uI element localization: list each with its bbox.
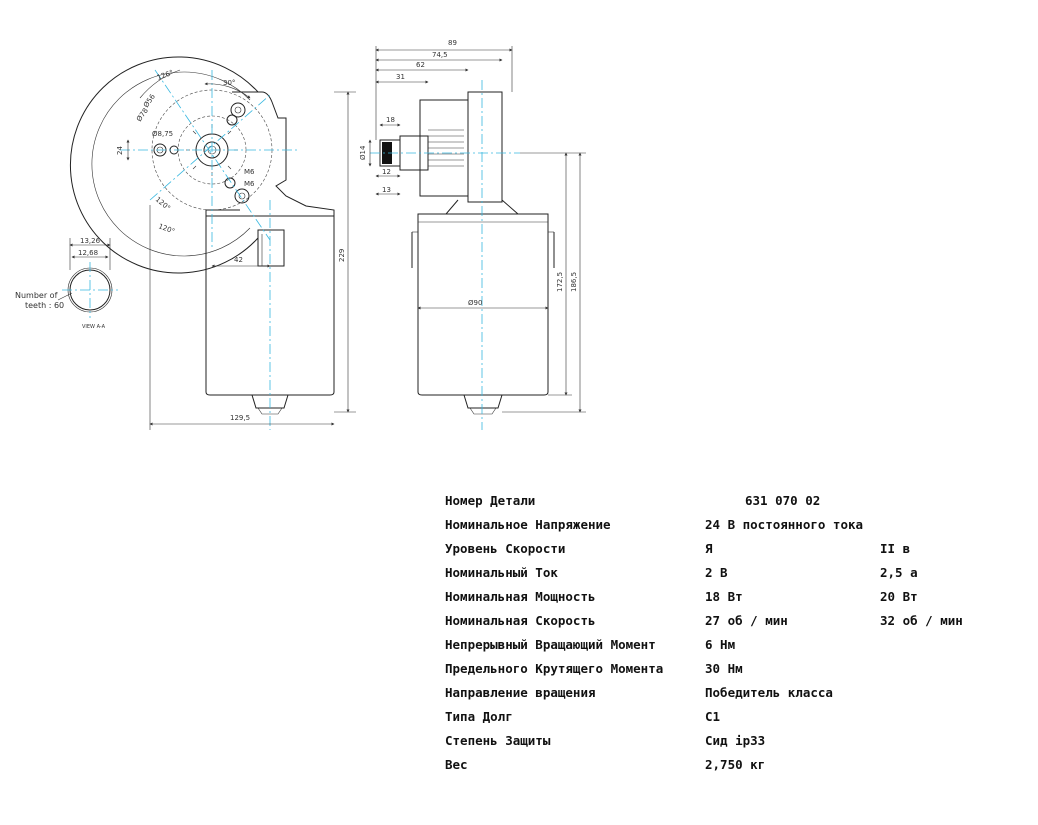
dim-186-5: 186,5 — [570, 272, 578, 292]
spec-value-alt — [880, 656, 1000, 680]
spec-row: Номинальное Напряжение 24 В постоянного т… — [440, 512, 1000, 536]
side-view: 89 74,5 62 31 18 Ø14 12 13 Ø90 172,5 186… — [359, 39, 586, 430]
spec-value-alt: 32 об / мин — [880, 612, 963, 628]
teeth-label-1: Number of — [15, 291, 58, 300]
dim-120-deg-a: 120° — [157, 222, 176, 235]
spec-label: Непрерывный Вращающий Момент — [445, 636, 656, 652]
spec-value: 631 070 02 — [745, 492, 821, 508]
spec-row: Номинальный Ток 2 В 2,5 а — [440, 560, 1000, 584]
spec-value: 2 В — [705, 564, 728, 580]
spec-row: Номинальная Мощность 18 Вт 20 Вт — [440, 584, 1000, 608]
spec-label: Степень Защиты — [445, 732, 551, 748]
spec-value: 6 Нм — [705, 636, 736, 652]
dim-d14: Ø14 — [359, 145, 367, 160]
spec-row: Предельного Крутящего Момента 30 Нм — [440, 656, 1000, 680]
spec-value: Победитель класса — [705, 684, 833, 700]
dim-172-5: 172,5 — [556, 272, 564, 292]
spec-label: Номинальное Напряжение — [445, 516, 611, 532]
spec-label: Номинальная Мощность — [445, 588, 596, 604]
spec-value: С1 — [705, 708, 721, 724]
spec-label: Номер Детали — [445, 492, 536, 508]
spec-row: Непрерывный Вращающий Момент 6 Нм — [440, 632, 1000, 656]
spec-label: Номинальная Скорость — [445, 612, 596, 628]
dim-d90: Ø90 — [468, 299, 482, 307]
spec-label: Типа Долг — [445, 708, 513, 724]
spec-label: Предельного Крутящего Момента — [445, 660, 664, 676]
technical-drawing: 13,26 12,68 Number of teeth : 60 VIEW A-… — [15, 39, 586, 430]
spec-label: Номинальный Ток — [445, 564, 558, 580]
dim-129-5: 129,5 — [230, 414, 250, 422]
spec-row: Уровень Скорости Я II в — [440, 536, 1000, 560]
spec-value: 27 об / мин — [705, 612, 788, 628]
dim-89: 89 — [448, 39, 457, 47]
spec-value-alt — [880, 488, 1000, 512]
dim-m6-bottom: M6 — [244, 180, 255, 188]
spec-value-alt — [880, 728, 1000, 752]
dim-d56: Ø56 — [142, 92, 157, 109]
spec-value: 24 В постоянного тока — [705, 516, 864, 532]
dim-12-68: 12,68 — [78, 249, 98, 257]
spec-row: Номер Детали 631 070 02 — [440, 488, 1000, 512]
dim-229: 229 — [338, 249, 346, 262]
spec-value: 18 Вт — [705, 588, 743, 604]
dim-13: 13 — [382, 186, 391, 194]
dim-m6-top: M6 — [244, 168, 255, 176]
dim-12: 12 — [382, 168, 391, 176]
dim-30-deg: 30° — [223, 79, 235, 87]
spec-value: Я — [705, 540, 713, 556]
dim-62: 62 — [416, 61, 425, 69]
view-a-label: VIEW A-A — [82, 324, 106, 330]
spec-value-alt: II в — [880, 540, 911, 556]
spec-row: Типа Долг С1 — [440, 704, 1000, 728]
dim-120-deg-b: 120° — [154, 195, 172, 212]
spec-value: Сид ip33 — [705, 732, 766, 748]
dim-18: 18 — [386, 116, 395, 124]
dim-24: 24 — [116, 146, 124, 155]
spec-value: 30 Нм — [705, 660, 743, 676]
dim-74-5: 74,5 — [432, 51, 448, 59]
spec-label: Направление вращения — [445, 684, 596, 700]
spec-value-alt — [880, 512, 1000, 536]
dim-126-deg: 126° — [156, 69, 175, 82]
spec-value: 2,750 кг — [705, 756, 766, 772]
spec-value-alt — [880, 752, 1000, 776]
spec-label: Уровень Скорости — [445, 540, 566, 556]
spec-row: Направление вращения Победитель класса — [440, 680, 1000, 704]
view-a-a: 13,26 12,68 Number of teeth : 60 VIEW A-… — [15, 237, 118, 330]
spec-label: Вес — [445, 756, 468, 772]
dim-d8-75: Ø8,75 — [152, 130, 173, 138]
spec-value-alt — [880, 704, 1000, 728]
spec-value-alt — [880, 680, 1000, 704]
spec-table: Номер Детали 631 070 02 Номинальное Напряж… — [440, 488, 1000, 776]
dim-13-26: 13,26 — [80, 237, 101, 245]
spec-value-alt: 2,5 а — [880, 564, 918, 580]
spec-value-alt: 20 Вт — [880, 588, 918, 604]
spec-row: Вес 2,750 кг — [440, 752, 1000, 776]
teeth-label-2: teeth : 60 — [25, 301, 64, 310]
dim-31: 31 — [396, 73, 405, 81]
spec-value-alt — [880, 632, 1000, 656]
dim-42: 42 — [234, 256, 243, 264]
spec-row: Номинальная Скорость 27 об / мин 32 об / м… — [440, 608, 1000, 632]
front-view: 126° 30° Ø56 Ø78 Ø8,75 M6 M6 24 42 229 1… — [69, 56, 356, 430]
spec-row: Степень Защиты Сид ip33 — [440, 728, 1000, 752]
